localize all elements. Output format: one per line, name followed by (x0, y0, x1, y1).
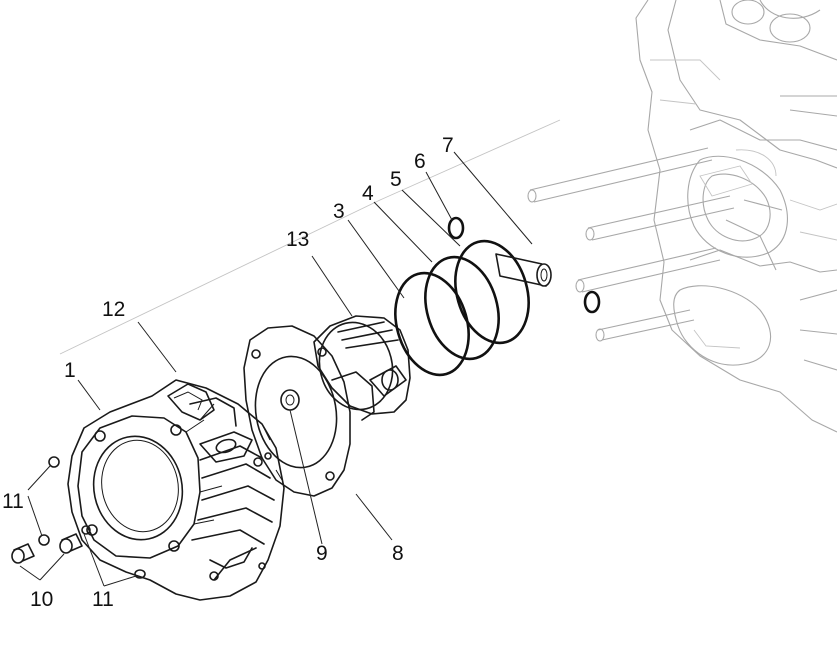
cylinder-gasket (243, 325, 375, 497)
small-parts (11, 456, 146, 579)
callout-9: 9 (316, 542, 328, 565)
sleeve-dowel (59, 533, 83, 554)
callout-10: 10 (30, 588, 53, 611)
washer (48, 456, 60, 468)
axis-line (59, 119, 561, 355)
callout-labels: 1 3 4 5 6 7 8 9 10 11 11 12 13 (2, 134, 454, 611)
callout-6: 6 (414, 150, 426, 173)
callout-13: 13 (286, 228, 309, 251)
crankcase-ghost (527, 0, 837, 433)
callout-12: 12 (102, 298, 125, 321)
circlip-lower (583, 290, 601, 314)
callout-3: 3 (333, 200, 345, 223)
ring-5 (454, 239, 530, 345)
callout-11-left: 11 (2, 490, 24, 513)
ring-4 (424, 255, 500, 361)
callout-4: 4 (362, 182, 374, 205)
ring-3 (394, 271, 470, 377)
callout-11-bottom: 11 (92, 588, 114, 611)
callout-7: 7 (442, 134, 454, 157)
gudgeon-pin (495, 253, 552, 287)
piston (313, 315, 411, 415)
circlip-upper (447, 216, 465, 240)
sleeve-dowel (11, 543, 35, 564)
washer (134, 569, 146, 579)
callout-8: 8 (392, 542, 404, 565)
leader-lines (19, 151, 533, 587)
piston-rings (394, 239, 530, 377)
dowel-pin (280, 389, 300, 411)
cylinder-block (67, 379, 285, 601)
callout-5: 5 (390, 168, 402, 191)
washer (38, 534, 50, 546)
base-gasket-thin (199, 403, 215, 421)
callout-1: 1 (64, 359, 76, 382)
washer (81, 525, 91, 535)
circlips (447, 216, 601, 314)
